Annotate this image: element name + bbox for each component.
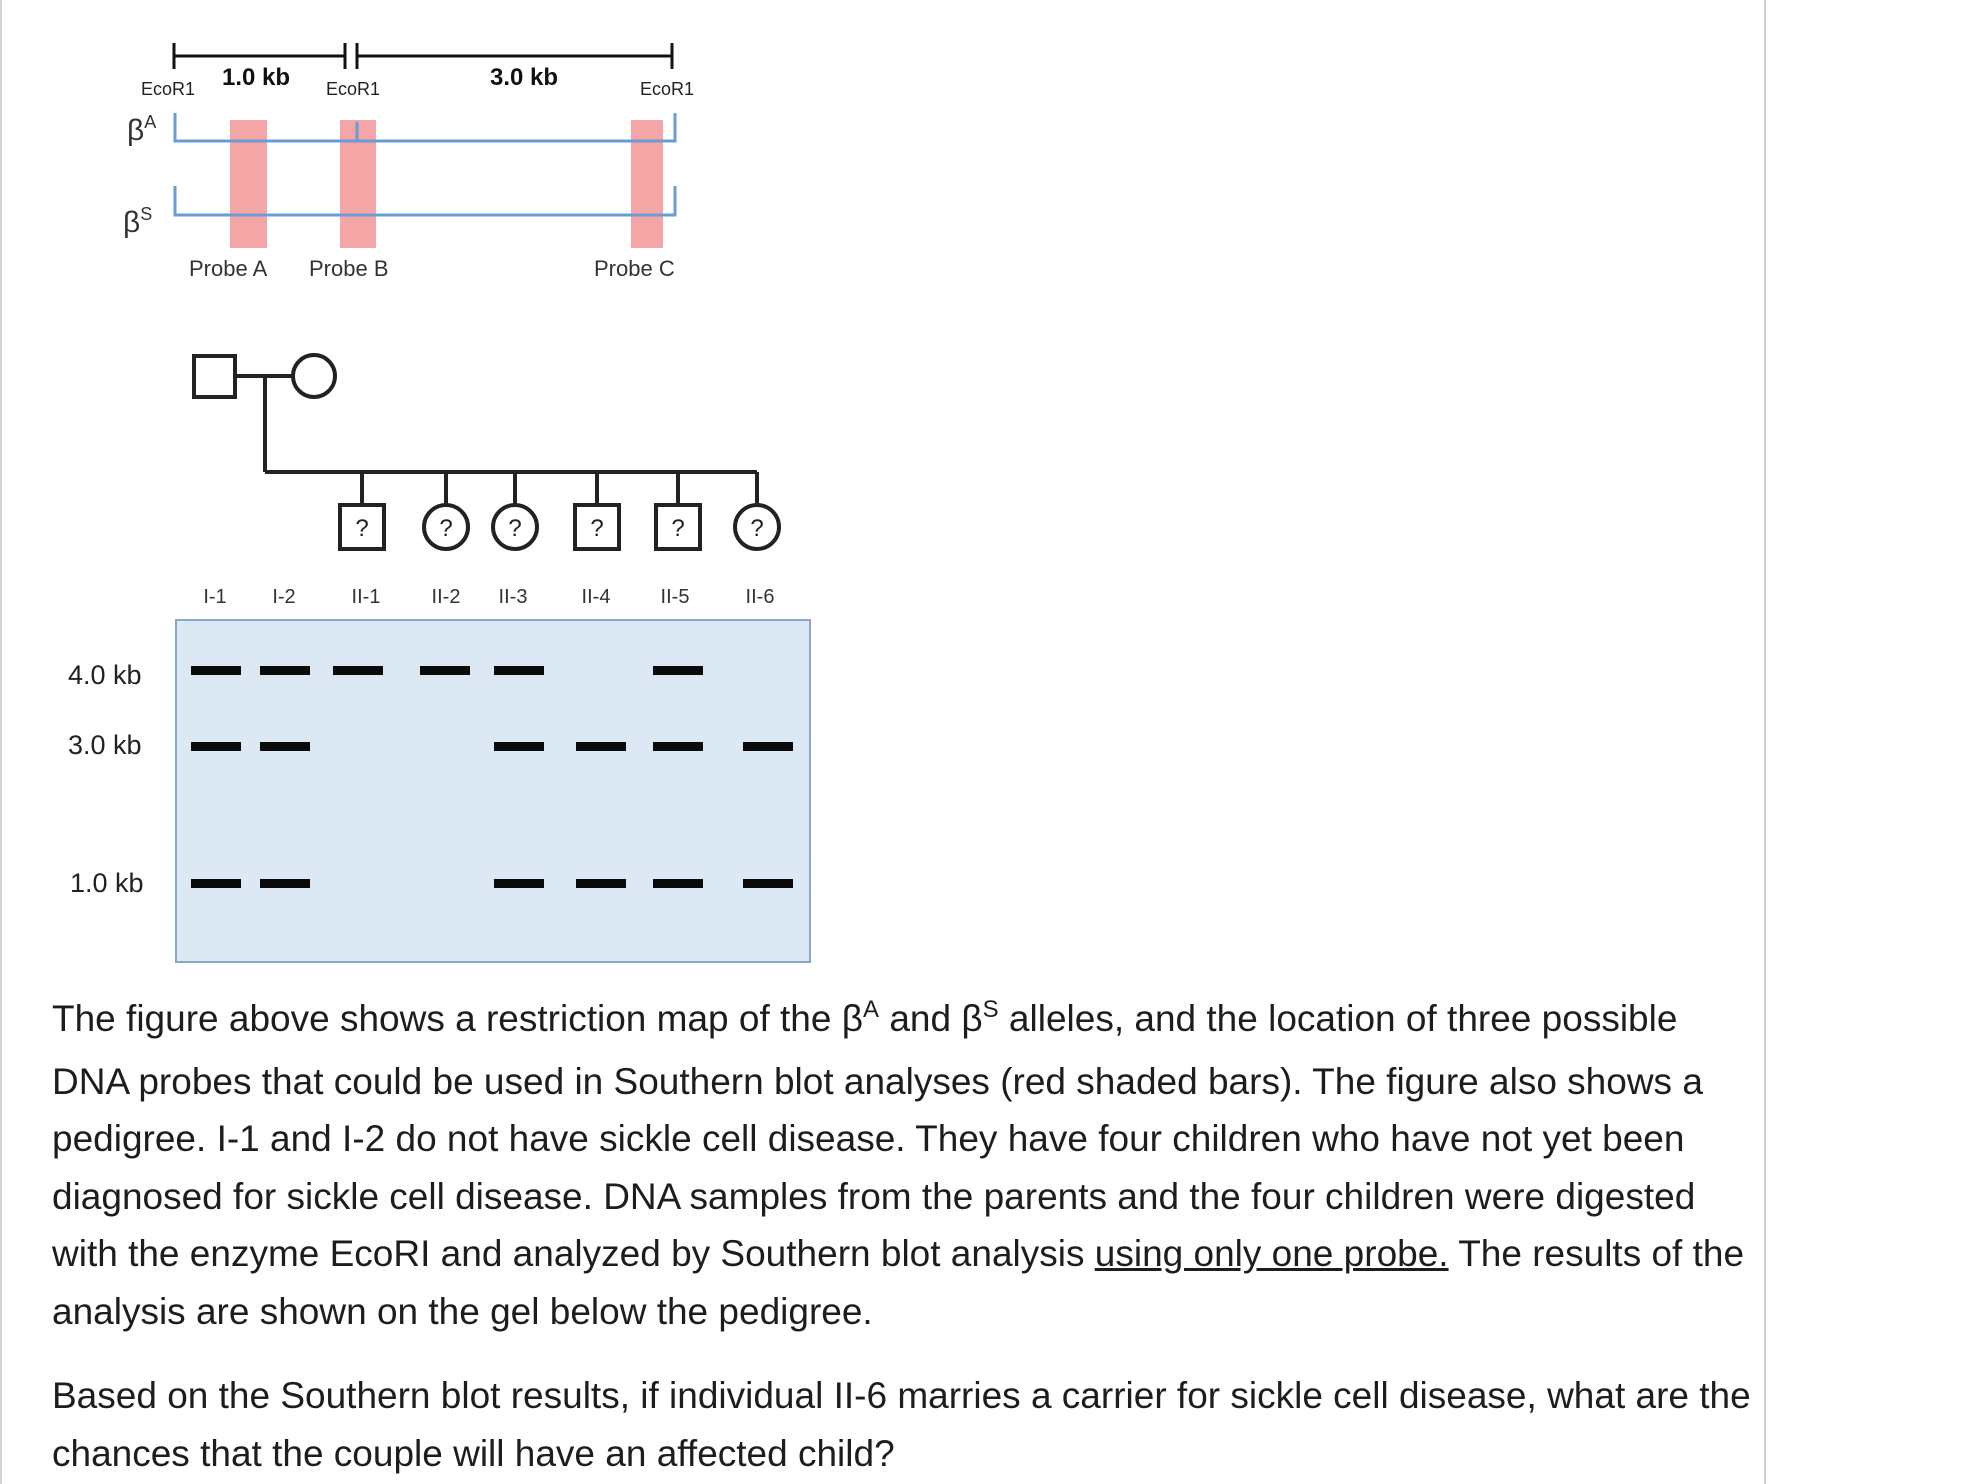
probe-a-bar (230, 120, 267, 248)
gel-band (191, 742, 241, 751)
gel-band (743, 879, 793, 888)
gel-band (653, 666, 703, 675)
interval-label-right: 3.0 kb (490, 64, 558, 91)
ecor1-site-label: EcoR1 (326, 79, 380, 99)
father-square (192, 354, 237, 399)
gel-band (494, 742, 544, 751)
gel-band (260, 879, 310, 888)
lane-label: II-5 (661, 586, 690, 608)
child-circle (422, 503, 470, 551)
gel-band (653, 742, 703, 751)
gel-band (260, 666, 310, 675)
ecor1-site-label: EcoR1 (141, 79, 195, 99)
underlined-phrase: using only one probe. (1094, 1233, 1449, 1274)
figure: 1.0 kb 3.0 kb EcoR1 EcoR1 EcoR1 βA βS Pr… (0, 0, 1000, 1000)
unknown-mark: ? (508, 515, 521, 542)
gel-band (494, 879, 544, 888)
unknown-mark: ? (355, 515, 368, 542)
lane-label: II-6 (746, 586, 775, 608)
lane-label: II-1 (352, 586, 381, 608)
pedigree-unknown-marks: ? ? ? ? ? ? (355, 515, 763, 542)
child-circle (733, 503, 781, 551)
unknown-mark: ? (750, 515, 763, 542)
size-label-4kb: 4.0 kb (68, 660, 142, 690)
unknown-mark: ? (590, 515, 603, 542)
child-circle (491, 503, 539, 551)
gel-band (743, 742, 793, 751)
frame-left-border (0, 0, 2, 1484)
gel-size-labels: 4.0 kb 3.0 kb 1.0 kb (68, 660, 144, 898)
question-paragraph-2: Based on the Southern blot results, if i… (52, 1375, 1751, 1474)
scale-bar (172, 43, 674, 69)
unknown-mark: ? (671, 515, 684, 542)
mother-circle (291, 353, 337, 399)
gel-band (494, 666, 544, 675)
lane-label: I-2 (272, 586, 295, 608)
gel-band (420, 666, 470, 675)
size-label-3kb: 3.0 kb (68, 730, 142, 760)
gel-band (191, 879, 241, 888)
ecor1-site-label: EcoR1 (640, 79, 694, 99)
lane-label: II-4 (582, 586, 611, 608)
probe-c-label: Probe C (594, 256, 675, 281)
child-square (573, 503, 621, 551)
lane-label: I-1 (203, 586, 226, 608)
unknown-mark: ? (439, 515, 452, 542)
allele-a-line (173, 113, 677, 143)
child-square (338, 503, 386, 551)
probe-c-bar (631, 120, 663, 248)
gel-band (260, 742, 310, 751)
lane-label: II-3 (499, 586, 528, 608)
question-text: The figure above shows a restriction map… (52, 990, 1752, 1482)
restriction-map: 1.0 kb 3.0 kb EcoR1 EcoR1 EcoR1 βA βS Pr… (123, 43, 694, 281)
lane-label: II-2 (432, 586, 461, 608)
probe-b-label: Probe B (309, 256, 389, 281)
gel-band (333, 666, 383, 675)
size-label-1kb: 1.0 kb (70, 868, 144, 898)
gel-band (653, 879, 703, 888)
gel-band (576, 742, 626, 751)
allele-s-label: βS (123, 204, 152, 239)
gel-box (175, 619, 811, 963)
pedigree (192, 353, 781, 551)
gel-band (191, 666, 241, 675)
frame-right-border (1764, 0, 1766, 1484)
allele-s-line (173, 186, 677, 217)
child-square (654, 503, 702, 551)
gel-lane-labels: I-1 I-2 II-1 II-2 II-3 II-4 II-5 II-6 (203, 586, 774, 608)
gel-bands (191, 666, 793, 888)
gel-band (576, 879, 626, 888)
probe-a-label: Probe A (189, 256, 268, 281)
question-paragraph-1: The figure above shows a restriction map… (52, 996, 1745, 1332)
interval-label-left: 1.0 kb (222, 64, 290, 91)
allele-a-label: βA (127, 112, 156, 147)
